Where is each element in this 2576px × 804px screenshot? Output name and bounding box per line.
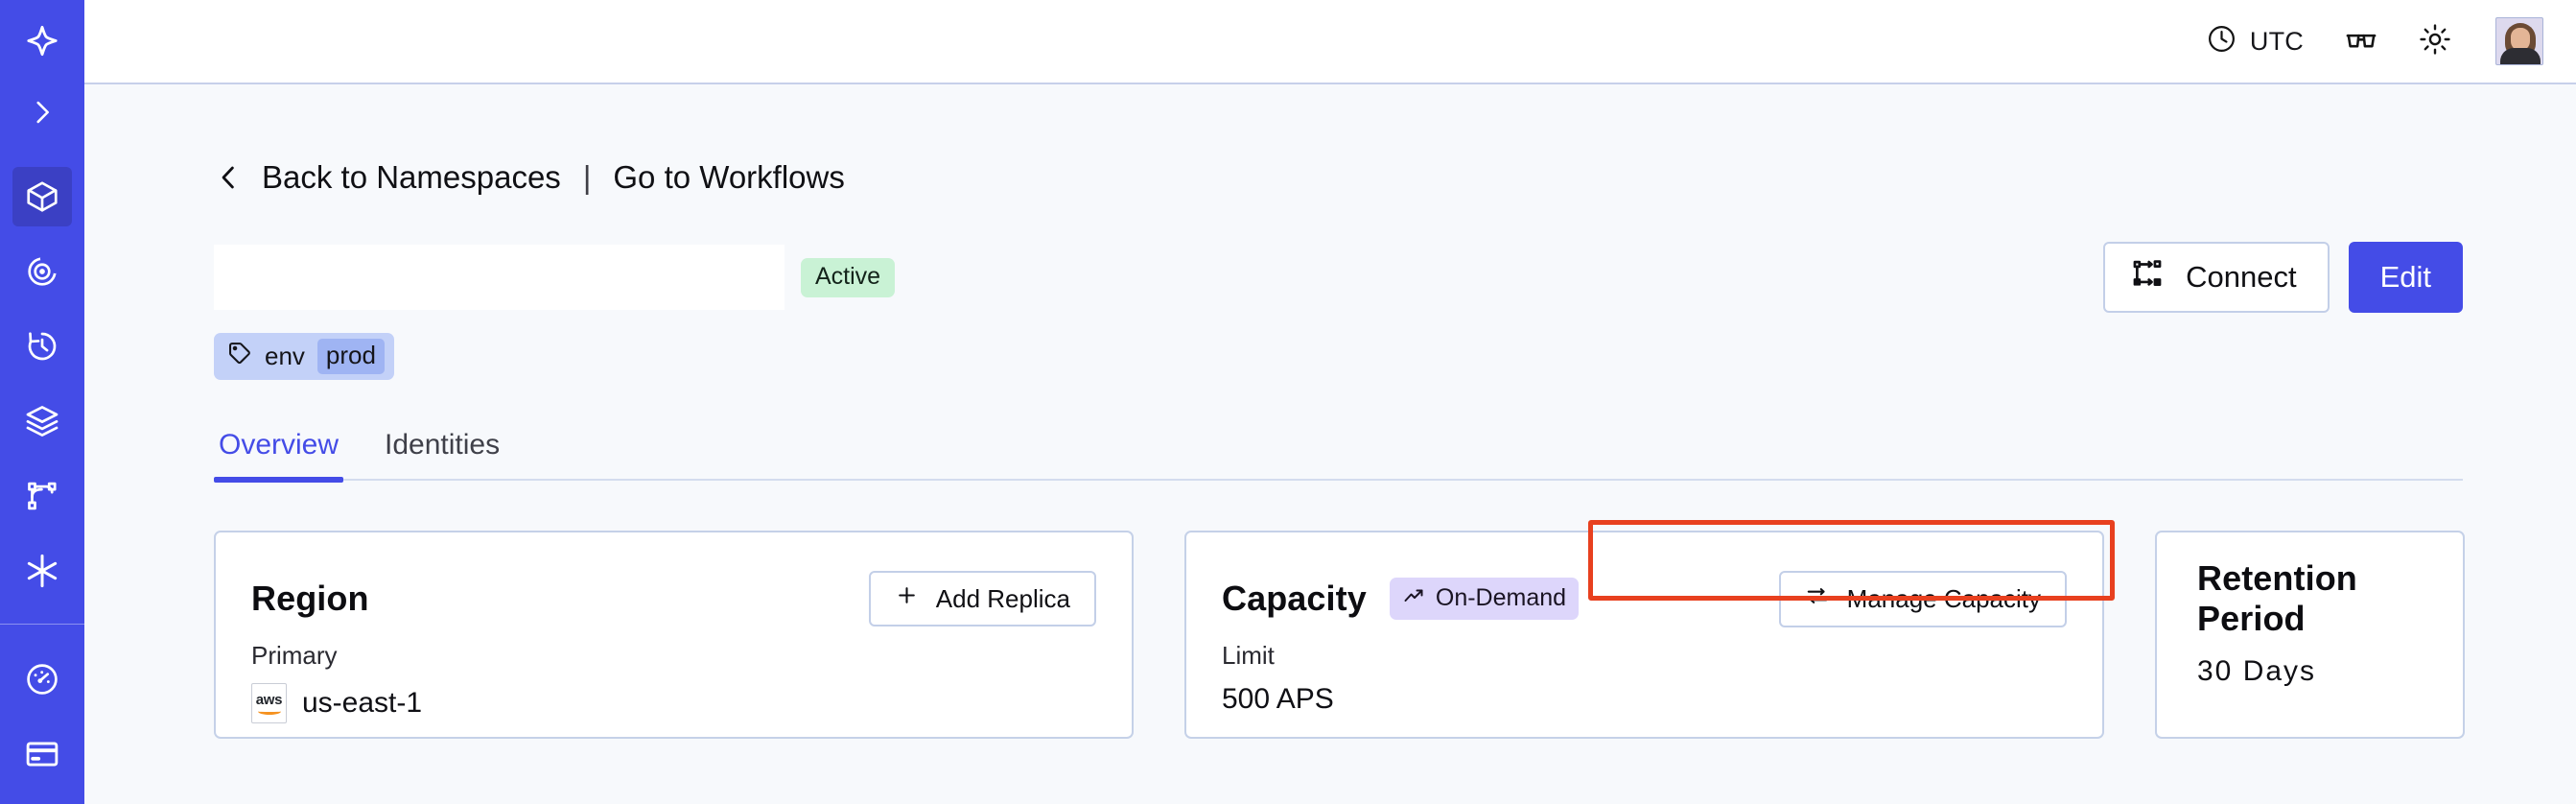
avatar-body [2500, 48, 2541, 64]
avatar-face [2511, 28, 2530, 51]
gauge-icon [24, 661, 60, 698]
capacity-limit-label: Limit [1222, 641, 1275, 670]
overview-cards: Region Add Replica [214, 520, 2465, 739]
plus-icon [895, 583, 919, 614]
top-header-bar: UTC [84, 0, 2576, 84]
theme-toggle-button[interactable] [2419, 23, 2451, 60]
region-value: us-east-1 [302, 687, 423, 719]
retention-card-title: Retention Period [2197, 558, 2357, 638]
tab-identities[interactable]: Identities [385, 429, 501, 461]
eye-icon [24, 253, 60, 290]
content-inner: Back to Namespaces | Go to Workflows Act… [84, 159, 2576, 739]
tag-chip-env[interactable]: env prod [214, 333, 394, 380]
avatar[interactable] [2495, 17, 2543, 65]
connect-flow-icon [2131, 257, 2164, 297]
git-branch-icon [25, 479, 59, 513]
region-card-title: Region [251, 579, 369, 618]
retention-card: Retention Period 30 Days [2155, 531, 2465, 739]
namespace-actions: Connect Edit [2103, 242, 2463, 313]
asterisk-icon [23, 552, 61, 590]
manage-capacity-label: Manage Capacity [1846, 583, 2041, 613]
capacity-card-header: Capacity On-Demand [1222, 520, 2115, 627]
temporal-logo-icon [23, 24, 61, 62]
connect-button[interactable]: Connect [2103, 242, 2330, 313]
breadcrumb: Back to Namespaces | Go to Workflows [214, 159, 845, 196]
go-to-workflows-link[interactable]: Go to Workflows [613, 159, 845, 195]
manage-capacity-button[interactable]: Manage Capacity [1778, 570, 2067, 627]
credit-card-icon [24, 736, 60, 772]
breadcrumb-separator: | [582, 159, 592, 195]
retention-value: 30 Days [2197, 655, 2317, 687]
trend-up-arrow-icon [1402, 584, 1425, 612]
cube-icon [24, 178, 60, 215]
sidebar-item-settings[interactable] [12, 799, 72, 804]
page-content: Back to Namespaces | Go to Workflows Act… [84, 84, 2576, 804]
tab-bar: Overview Identities [214, 429, 2463, 483]
sidebar-item-temporal-logo[interactable] [12, 13, 72, 73]
namespace-title-row: Active [214, 242, 2463, 313]
namespace-name-redacted [214, 245, 785, 310]
sidebar-divider [0, 624, 84, 625]
aws-logo-text: aws [255, 691, 283, 708]
timezone-selector[interactable]: UTC [2206, 23, 2304, 59]
chevron-left-icon[interactable] [214, 161, 243, 194]
sliders-icon [1805, 583, 1830, 615]
region-primary-label: Primary [251, 641, 338, 670]
aws-logo-icon: aws [251, 683, 287, 723]
retention-card-header: Retention Period [2197, 558, 2427, 638]
timezone-label: UTC [2249, 26, 2304, 56]
edit-button[interactable]: Edit [2348, 242, 2463, 313]
on-demand-label: On-Demand [1435, 584, 1567, 611]
sidebar-item-workflows[interactable] [12, 466, 72, 526]
capacity-card: Capacity On-Demand [1184, 520, 2115, 739]
capacity-card-title: Capacity [1222, 579, 1367, 618]
sidebar-item-namespaces[interactable] [12, 167, 72, 226]
status-badge: Active [801, 257, 896, 297]
layers-icon [24, 403, 60, 439]
connect-button-label: Connect [2186, 260, 2297, 294]
clock-icon [2206, 23, 2237, 59]
chevron-right-icon [26, 96, 59, 129]
on-demand-badge: On-Demand [1389, 578, 1580, 620]
region-card-header: Region Add Replica [251, 571, 1096, 627]
tag-icon [227, 341, 252, 372]
aws-swoosh [257, 708, 281, 715]
back-to-namespaces-link[interactable]: Back to Namespaces [262, 159, 561, 195]
tag-key: env [265, 342, 305, 370]
tag-value: prod [316, 339, 385, 374]
add-replica-label: Add Replica [935, 583, 1070, 613]
sidebar-item-nexus[interactable] [12, 541, 72, 601]
tab-overview[interactable]: Overview [214, 429, 344, 483]
capacity-value: 500 APS [1222, 683, 1334, 715]
reading-mode-button[interactable] [2344, 22, 2378, 61]
sidebar-item-usage[interactable] [12, 650, 72, 709]
clock-rewind-icon [24, 328, 60, 365]
region-value-row: aws us-east-1 [251, 683, 1096, 723]
glasses-icon [2344, 22, 2378, 61]
sidebar-item-expand-rail[interactable] [12, 83, 72, 142]
region-card: Region Add Replica [214, 531, 1134, 739]
main-area: UTC [84, 0, 2576, 804]
sun-icon [2419, 23, 2451, 60]
add-replica-button[interactable]: Add Replica [868, 571, 1096, 627]
sidebar-item-billing[interactable] [12, 724, 72, 784]
sidebar-item-history[interactable] [12, 317, 72, 376]
namespace-tags: env prod [214, 333, 2463, 380]
left-nav-rail [0, 0, 84, 804]
sidebar-item-schedules[interactable] [12, 391, 72, 451]
sidebar-item-observability[interactable] [12, 242, 72, 301]
